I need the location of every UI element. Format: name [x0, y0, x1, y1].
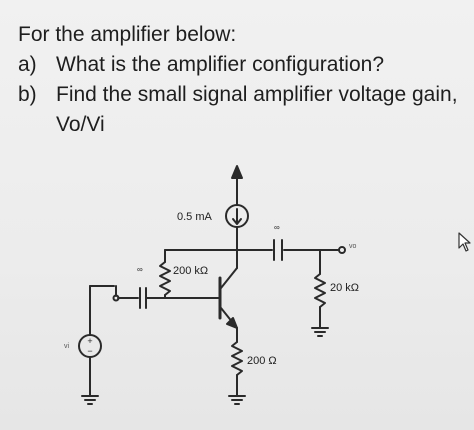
- svg-text:+: +: [87, 336, 92, 346]
- base-resistor-icon: [159, 261, 171, 296]
- output-terminal: [338, 246, 346, 254]
- emitter-resistor-label: 200 Ω: [247, 355, 277, 367]
- question-item-b: b) Find the small signal amplifier volta…: [18, 80, 474, 110]
- input-cap-label: ∞: [137, 265, 143, 274]
- output-label: vo: [349, 243, 357, 250]
- base-resistor-label: 200 kΩ: [173, 265, 208, 277]
- question-item-a: a) What is the amplifier configuration?: [18, 50, 474, 80]
- supply-arrow-icon: [231, 165, 243, 179]
- transistor-collector: [220, 267, 238, 289]
- gain-expression: Vo/Vi: [56, 113, 105, 136]
- mouse-pointer-icon: [458, 232, 471, 252]
- load-resistor-label: 20 kΩ: [330, 282, 359, 294]
- question-text: For the amplifier below: a) What is the …: [18, 20, 474, 140]
- emitter-resistor-icon: [231, 341, 243, 376]
- amplifier-circuit-diagram: + − 0.5 mA 200 kΩ 20 kΩ 200 Ω ∞ ∞ vo vi: [64, 165, 359, 405]
- current-source-label: 0.5 mA: [177, 211, 213, 223]
- question-item-a-text: What is the amplifier configuration?: [56, 53, 384, 76]
- question-intro: For the amplifier below:: [18, 23, 237, 46]
- output-cap-label: ∞: [274, 223, 280, 232]
- question-item-b-text: Find the small signal amplifier voltage …: [56, 83, 458, 106]
- load-resistor-icon: [314, 273, 326, 308]
- input-label: vi: [64, 343, 70, 350]
- svg-text:−: −: [87, 346, 92, 356]
- question-marker-a: a): [18, 53, 37, 76]
- question-marker-b: b): [18, 83, 37, 106]
- emitter-arrow-icon: [226, 317, 238, 329]
